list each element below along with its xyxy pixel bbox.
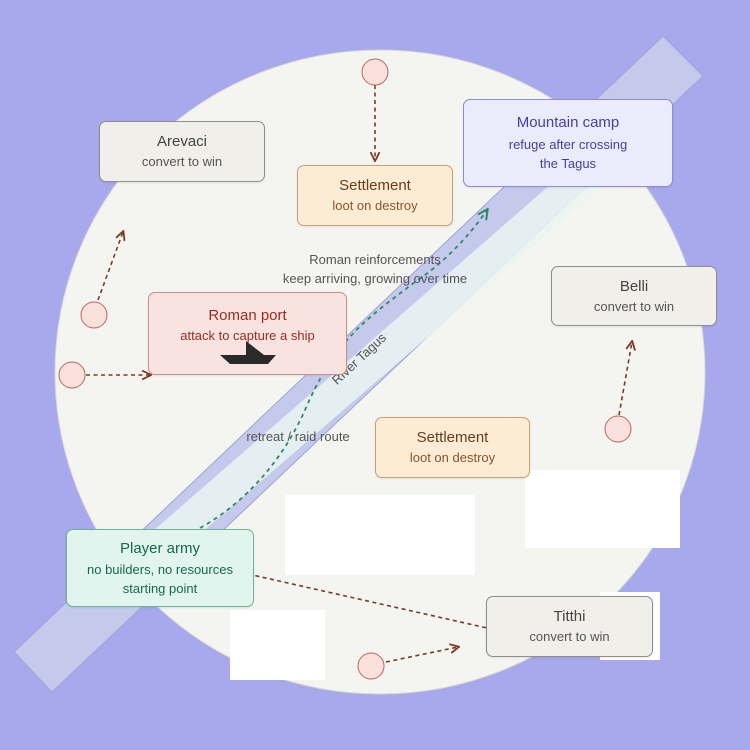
arrow-to-belli [618, 342, 632, 416]
reinforcements-label: Roman reinforcements keep arriving, grow… [262, 250, 488, 288]
player-army-node: Player army no builders, no resources st… [66, 529, 254, 607]
reinforcements-line-2: keep arriving, growing over time [282, 271, 468, 286]
blank-patch [525, 470, 680, 548]
titthi-title: Titthi [553, 608, 586, 625]
titthi-subtitle: convert to win [529, 629, 610, 644]
settlement-north-subtitle: loot on destroy [332, 198, 418, 213]
spawn-point-west-2 [58, 361, 86, 389]
mountain-camp-subtitle-1: refuge after crossing [508, 137, 628, 152]
titthi-node: Titthi convert to win [486, 596, 653, 657]
blank-patch [285, 495, 475, 575]
mountain-camp-title: Mountain camp [516, 114, 620, 131]
arevaci-subtitle: convert to win [141, 154, 223, 169]
arevaci-node: Arevaci convert to win [99, 121, 265, 182]
player-army-subtitle-1: no builders, no resources [87, 561, 233, 577]
mountain-camp-node: Mountain camp refuge after crossing the … [463, 99, 673, 187]
settlement-south-node: Settlement loot on destroy [375, 417, 530, 478]
player-army-subtitle-2: starting point [122, 580, 198, 596]
mountain-camp-subtitle-2: the Tagus [539, 156, 597, 171]
settlement-north-node: Settlement loot on destroy [297, 165, 453, 226]
reinforcements-line-1: Roman reinforcements [309, 252, 441, 267]
retreat-label: retreat / raid route [246, 429, 350, 444]
arrow-bottom [385, 647, 458, 663]
arrow-army-to-titthi [247, 573, 488, 629]
spawn-point-west-1 [80, 301, 108, 329]
spawn-point-south [357, 652, 385, 680]
belli-node: Belli convert to win [551, 266, 717, 326]
roman-port-subtitle: attack to capture a ship [180, 328, 315, 343]
settlement-south-subtitle: loot on destroy [409, 450, 496, 465]
roman-port-title: Roman port [208, 307, 287, 324]
settlement-north-title: Settlement [339, 177, 411, 194]
spawn-point-north [361, 58, 389, 86]
arevaci-title: Arevaci [156, 133, 208, 150]
roman-port-node: Roman port attack to capture a ship [148, 292, 347, 375]
belli-subtitle: convert to win [593, 298, 675, 314]
river-tagus [13, 35, 704, 693]
retreat-route [199, 210, 487, 529]
arrow-to-arevaci [97, 232, 123, 301]
spawn-point-east [604, 415, 632, 443]
belli-title: Belli [619, 277, 649, 295]
player-army-title: Player army [119, 539, 201, 557]
settlement-south-title: Settlement [416, 429, 489, 446]
blank-patch [230, 610, 325, 680]
ship-icon [220, 341, 276, 364]
